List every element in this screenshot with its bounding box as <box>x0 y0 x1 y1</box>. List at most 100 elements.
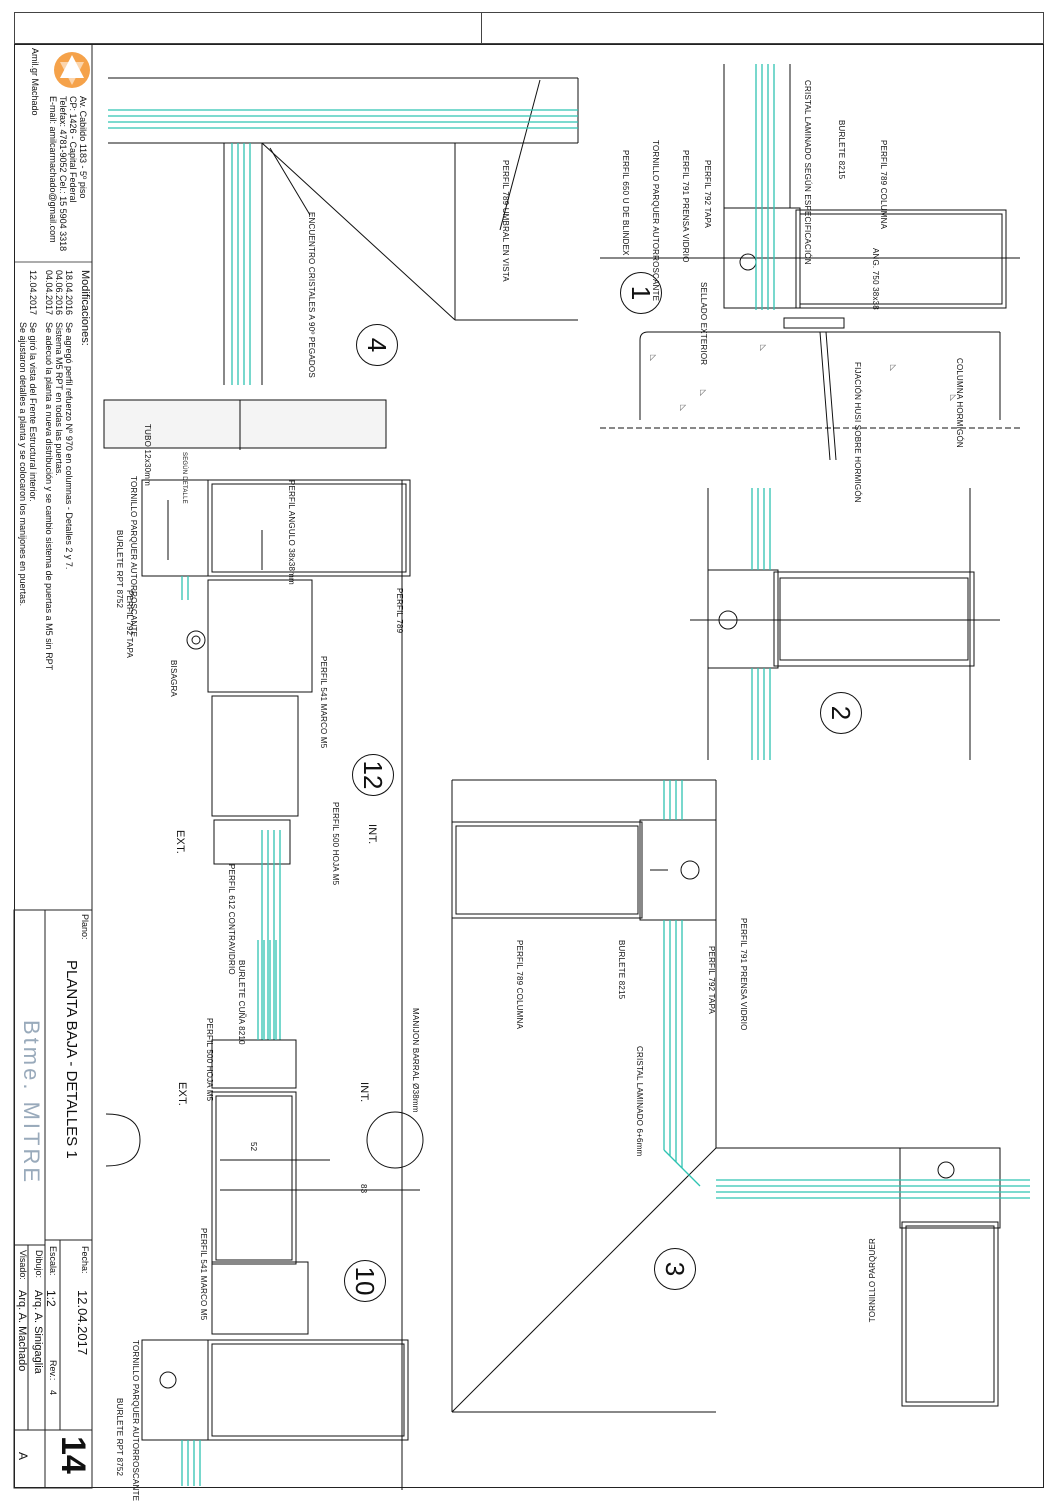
mod-date-0: 18.04.2016 <box>64 270 74 316</box>
d12-label-7: PERFIL 541 MARCO M5 <box>319 656 328 749</box>
sheet-number: 14 <box>54 1436 92 1474</box>
d10-label-5: 52 <box>249 1142 258 1152</box>
detail-12-glass <box>181 576 281 1040</box>
d1-label-3: PERFIL 792 TAPA <box>703 160 712 229</box>
fecha-label: Fecha: <box>80 1246 90 1274</box>
svg-text:◸: ◸ <box>680 403 687 412</box>
d10-label-3: BURLETE CUÑA 8210 <box>237 960 246 1045</box>
d10-label-7: PERFIL 541 MARCO M5 <box>199 1228 208 1321</box>
d3-label-2: BURLETE 8215 <box>617 940 626 1000</box>
detail-3-number: 3 <box>654 1248 696 1290</box>
d4-label-0: PERFIL 789 UMBRAL EN VISTA <box>501 160 510 282</box>
d1-label-5: TORNILLO PARQUER AUTORROSCANTE <box>651 140 660 302</box>
svg-text:◸: ◸ <box>890 363 897 372</box>
rev-label: Rev.: <box>48 1360 58 1381</box>
company-cp: CP: 1426 - Capital Federal <box>68 96 78 203</box>
mod-text-0: Se agregó perfil refuerzo Nº 970 en colu… <box>64 322 74 570</box>
top-title-strip <box>14 12 1044 44</box>
d1-label-7: SELLADO EXTERIOR <box>699 282 708 366</box>
plano-label: Plano: <box>80 914 90 940</box>
detail-4-glass <box>108 109 578 385</box>
d1-label-0: PERFIL 789 COLUMNA <box>879 140 888 230</box>
mod-date-1: 04.06.2016 <box>54 270 64 316</box>
detail-3-drawing <box>451 779 1001 1413</box>
company-logo <box>54 52 90 88</box>
d10-label-4: PERFIL 500 HOJA M5 <box>205 1018 214 1102</box>
d12-label-2: TUBO 12x30mm <box>143 424 152 486</box>
company-address: Av. Cabildo 1183 - 5º piso <box>78 96 88 199</box>
mod-text-3: Se giró la vista del Frente Estructural … <box>28 322 38 502</box>
detail-10-number: 10 <box>344 1260 386 1302</box>
detail-10-drawing <box>105 1039 424 1441</box>
escala-label: Escala: <box>48 1246 58 1276</box>
d10-label-1: INT. <box>358 1082 370 1103</box>
svg-text:◸: ◸ <box>650 353 657 362</box>
detail-2-number: 2 <box>820 692 862 734</box>
d1-label-9: COLUMNA HORMIGÓN <box>955 358 964 448</box>
detail-1-concrete-hatch: ◸ ◸ ◸ ◸ ◸ ◸ <box>650 343 957 412</box>
escala-value: 1:2 <box>44 1290 58 1307</box>
d12-label-0: PERFIL ANGULO 38x38mm <box>287 480 296 585</box>
d12-label-6: BISAGRA <box>169 660 178 697</box>
svg-text:◸: ◸ <box>700 388 707 397</box>
d3-label-1: PERFIL 792 TAPA <box>707 946 716 1015</box>
detail-12-number: 12 <box>352 754 394 796</box>
d1-label-4: PERFIL 791 PRENSA VIDRIO <box>681 150 690 263</box>
plano-name: PLANTA BAJA - DETALLES 1 <box>63 960 80 1159</box>
detail-2-drawing <box>690 488 1000 760</box>
modifications-title: Modificaciones: <box>79 270 91 346</box>
d3-label-3: PERFIL 789 COLUMNA <box>515 940 524 1030</box>
d10-label-2: EXT. <box>176 1082 188 1107</box>
d10-label-6: 83 <box>359 1184 368 1194</box>
dibujo-value: Arq. A. Sinigaglia <box>32 1290 44 1374</box>
rev-value: 4 <box>48 1390 58 1396</box>
company-email: E-mail: amilcarmachado@gmail.com <box>48 96 58 243</box>
d12-label-5: PERFIL 792 TAPA <box>125 590 134 659</box>
company-logo-name: Amil.gr Machado <box>30 48 40 116</box>
d1-label-8: ANG. 750 38x38 <box>871 248 880 310</box>
mod-text-2: Se adecuó la planta a nueva distribución… <box>44 322 54 671</box>
d4-label-1: ENCUENTRO CRISTALES A 90º PEGADOS <box>307 212 316 378</box>
d10-label-0: MANIJON BARRAL Ø38mm <box>411 1008 420 1113</box>
d12-label-9: INT. <box>366 824 378 845</box>
d1-label-1: BURLETE 8215 <box>837 120 846 180</box>
d10-label-8: TORNILLO PARQUER AUTORROSCANTE <box>131 1340 140 1501</box>
detail-4-drawing <box>108 77 579 385</box>
d1-label-10: FIJACIÓN HUSI SOBRE HORMIGÓN <box>853 362 862 503</box>
d12-label-12: SEGÚN DETALLE <box>181 452 187 504</box>
project-name: Btme. MITRE <box>19 1020 44 1186</box>
detail-10-glass <box>181 940 277 1486</box>
fecha-value: 12.04.2017 <box>75 1290 90 1356</box>
d3-label-0: PERFIL 791 PRENSA VIDRIO <box>739 918 748 1031</box>
title-block <box>13 909 93 1489</box>
drawing-frame <box>14 44 1044 1488</box>
dibujo-label: Dibujo: <box>34 1250 44 1279</box>
mod-text-1: Sistema M5 RPT en todas las puertas. <box>54 322 64 476</box>
d12-label-11: PERFIL 612 CONTRAVIDRIO <box>227 864 236 975</box>
detail-2-glass <box>751 488 771 760</box>
visado-value: Arq. A. Machado <box>16 1290 28 1372</box>
detail-3-glass <box>663 780 1030 1199</box>
d12-label-1: PERFIL 789 <box>395 588 404 634</box>
d1-label-2: CRISTAL LAMINADO SEGÚN ESPECIFICACIÓN <box>803 80 812 265</box>
detail-12-drawing <box>103 399 411 1490</box>
mod-date-2: 04.04.2017 <box>44 270 54 316</box>
mod-text-4: Se ajustaron detalles a planta y se colo… <box>18 322 28 607</box>
d12-label-8: PERFIL 500 HOJA M5 <box>331 802 340 886</box>
mod-date-3: 12.04.2017 <box>28 270 38 316</box>
sheet-letter: A <box>16 1452 30 1461</box>
detail-1-drawing <box>600 64 1020 461</box>
d3-label-5: TORNILLO PARQUER <box>868 1238 877 1323</box>
d3-label-4: CRISTAL LAMINADO 6+6mm <box>635 1046 644 1157</box>
svg-text:◸: ◸ <box>760 343 767 352</box>
d12-label-10: EXT. <box>174 830 186 855</box>
visado-label: Visado: <box>18 1250 28 1280</box>
svg-text:◸: ◸ <box>950 393 957 402</box>
company-phone: Telefax: 4781-9052 Cel.: 15 5904 3318 <box>58 96 68 252</box>
d12-label-4: BURLETE RPT 8752 <box>115 530 124 609</box>
d1-label-6: PERFIL 650 U DE BLINDEX <box>621 150 630 256</box>
detail-4-number: 4 <box>356 324 398 366</box>
detail-1-glass <box>755 64 775 310</box>
d10-label-9: BURLETE RPT 8752 <box>115 1398 124 1477</box>
